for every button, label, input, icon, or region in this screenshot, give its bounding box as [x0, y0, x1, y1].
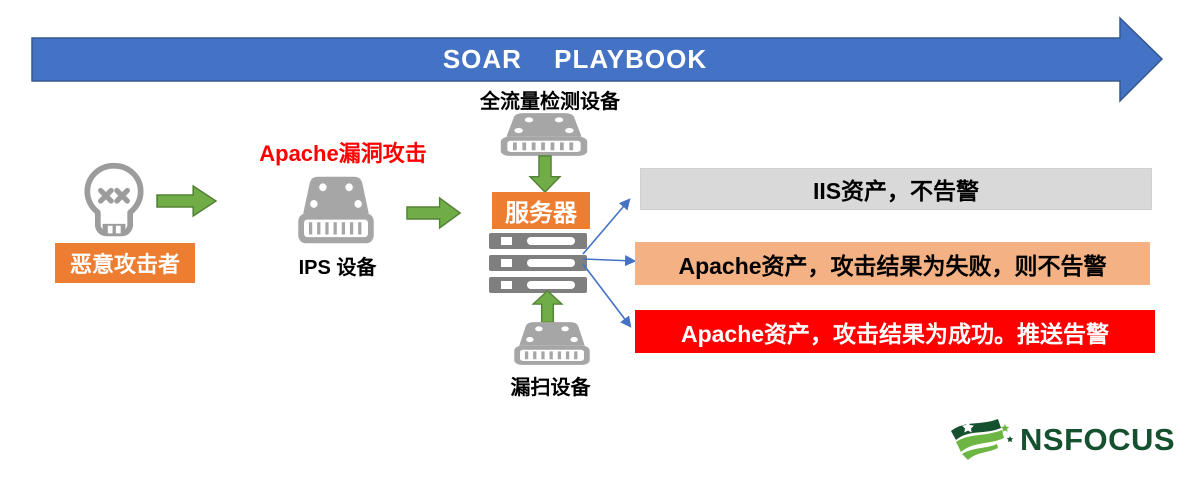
detector-label: 全流量检测设备 [480, 91, 620, 113]
outcome-apache-failed-no-alert: Apache资产，攻击结果为失败，则不告警 [635, 242, 1150, 285]
server-rack-icon [489, 233, 587, 293]
traffic-detector-icon [500, 113, 588, 156]
flow-arrow-up-icon [531, 290, 564, 323]
banner-title: SOAR PLAYBOOK [442, 44, 708, 74]
outcome-apache-success-alert: Apache资产，攻击结果为成功。推送告警 [635, 310, 1155, 353]
scanner-label: 漏扫设备 [510, 377, 591, 399]
ips-label: IPS 设备 [298, 257, 377, 279]
ips-appliance-icon [298, 176, 374, 244]
attacker-label: 恶意攻击者 [55, 243, 195, 283]
banner-arrow-shape [31, 16, 1164, 103]
outcome-connector-arrows [582, 198, 637, 328]
nsfocus-logo: NSFOCUS [948, 412, 1180, 468]
nsfocus-flag-icon [951, 419, 1014, 460]
server-label: 服务器 [492, 192, 590, 229]
outcome-iis-no-alert: IIS资产，不告警 [640, 168, 1152, 210]
nsfocus-logo-text: NSFOCUS [1020, 422, 1176, 457]
flow-arrow-icon [156, 184, 218, 218]
skull-icon [84, 162, 144, 237]
flow-arrow-down-icon [528, 155, 562, 193]
scanner-appliance-icon [514, 322, 590, 365]
flow-arrow-icon [406, 196, 462, 230]
attack-name-text: Apache漏洞攻击 [259, 141, 427, 166]
